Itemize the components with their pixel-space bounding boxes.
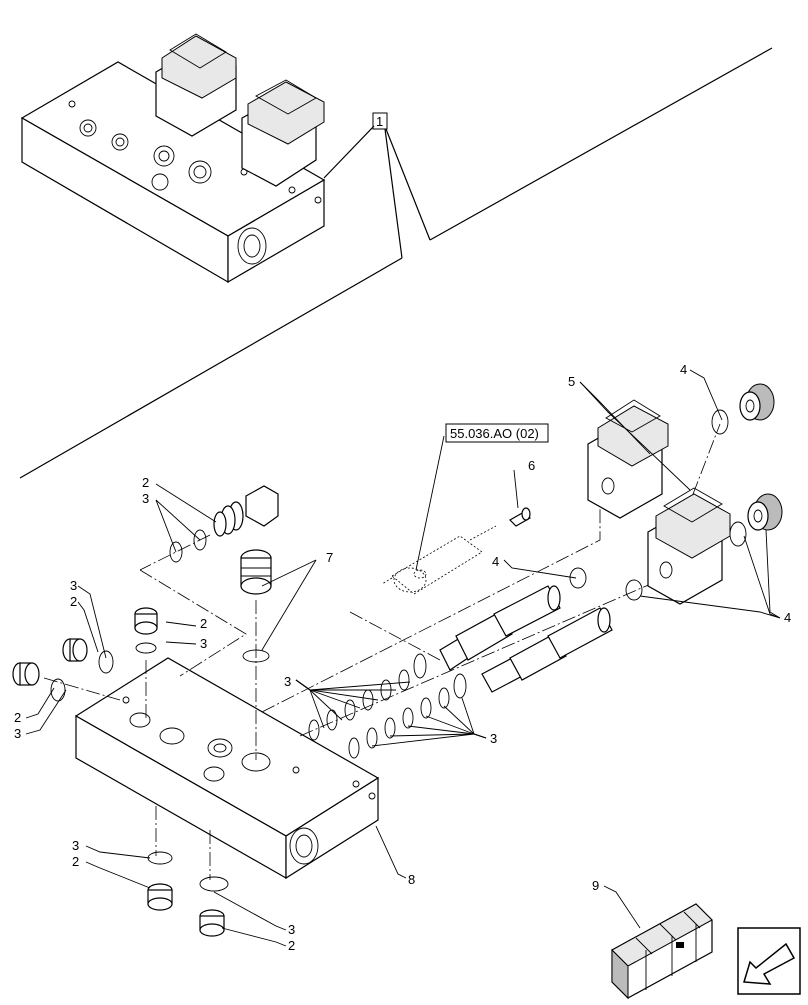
- ref-label-2: 2: [142, 475, 149, 490]
- ref-label-1: 1: [376, 114, 383, 129]
- separator-line-upper: [429, 47, 773, 241]
- reference-labels: 2 3 7 3 2 2 3 2 3 3 3 8 3 2 3 2 4 4 4 5 …: [14, 362, 791, 953]
- ref-label-4: 4: [680, 362, 687, 377]
- ref-label-9: 9: [592, 878, 599, 893]
- ref-label-2: 2: [200, 616, 207, 631]
- plug-center-7: [240, 549, 272, 663]
- ref-label-3: 3: [288, 922, 295, 937]
- ref-label-3: 3: [70, 578, 77, 593]
- ref-label-3: 3: [200, 636, 207, 651]
- manual-override-reference: [381, 525, 497, 595]
- ref-label-3: 3: [72, 838, 79, 853]
- ref-label-3: 3: [284, 674, 291, 689]
- o-rings-cartridge: [308, 653, 467, 759]
- ref-label-8: 8: [408, 872, 415, 887]
- ref-label-4: 4: [492, 554, 499, 569]
- screw-6: [509, 507, 531, 527]
- callout-box-1: [372, 112, 388, 130]
- plugs-bottom: [147, 851, 229, 937]
- knurled-nuts: [739, 383, 783, 531]
- ref-label-4: 4: [784, 610, 791, 625]
- ref-label-6: 6: [528, 458, 535, 473]
- ref-label-3: 3: [490, 731, 497, 746]
- ref-label-2: 2: [70, 594, 77, 609]
- solenoid-coils: [569, 399, 747, 605]
- plug-upper-left: [169, 485, 279, 563]
- ref-label-2: 2: [288, 938, 295, 953]
- ref-label-3: 3: [142, 491, 149, 506]
- arrow-back-icon[interactable]: [737, 927, 801, 995]
- plug-middle: [134, 607, 158, 654]
- valve-cartridges: [439, 585, 613, 693]
- ref-label-2: 2: [14, 710, 21, 725]
- manifold-block: [74, 657, 380, 880]
- crate-icon: [611, 903, 713, 1000]
- leader-lines: [25, 369, 781, 947]
- assembled-valve-block: 1: [19, 33, 773, 479]
- cross-ref-box: [445, 423, 549, 443]
- ref-label-2: 2: [72, 854, 79, 869]
- plugs-left: [12, 638, 114, 702]
- ref-label-3: 3: [14, 726, 21, 741]
- ref-label-5: 5: [568, 374, 575, 389]
- ref-label-7: 7: [326, 550, 333, 565]
- separator-line-lower: [19, 257, 403, 479]
- cross-ref-label[interactable]: 55.036.AO (02): [450, 426, 539, 441]
